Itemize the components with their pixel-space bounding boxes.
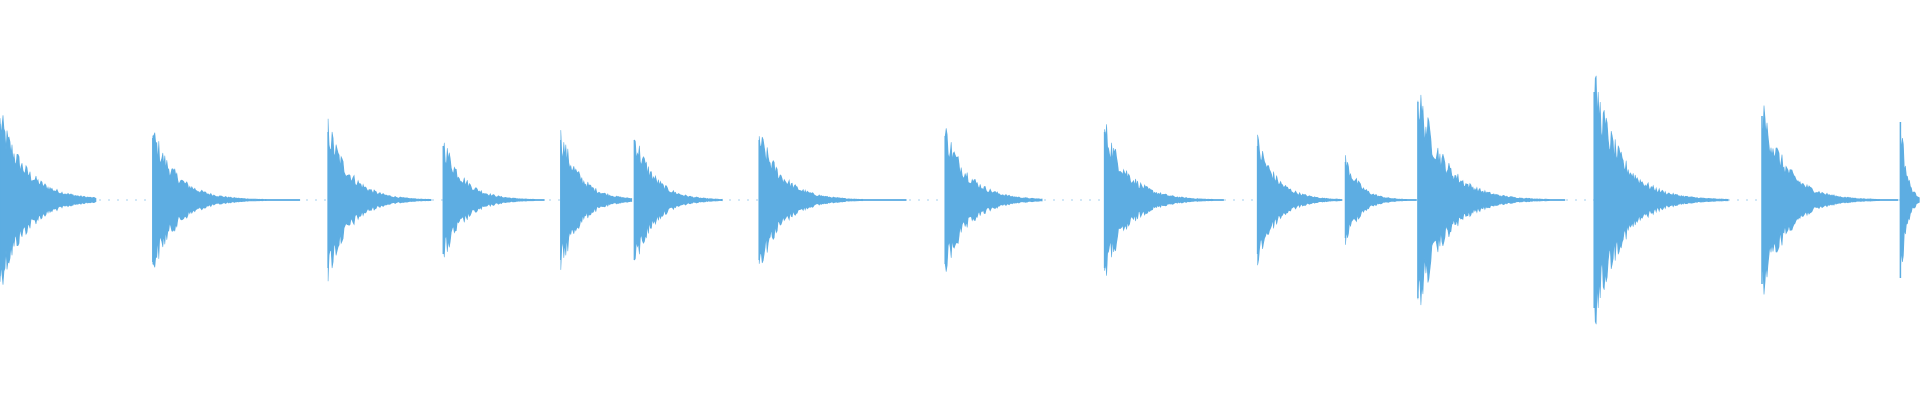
waveform-note-5 [560,130,633,270]
waveform-note-3 [327,118,432,282]
waveform-note-15 [1900,127,1920,273]
waveform-note-11 [1345,155,1417,245]
waveform-note-2 [152,132,301,268]
waveform-note-13 [1593,75,1729,325]
waveform-note-8 [944,128,1043,272]
waveform-note-6 [634,139,723,261]
waveform-note-9 [1104,124,1224,276]
waveform-note-1 [0,115,97,285]
waveform-note-7 [758,136,907,264]
waveform-note-12 [1417,94,1566,306]
waveform-note-14 [1761,105,1899,295]
waveform-notes [0,75,1920,325]
waveform-note-4 [443,142,545,258]
waveform-note-10 [1257,134,1342,266]
